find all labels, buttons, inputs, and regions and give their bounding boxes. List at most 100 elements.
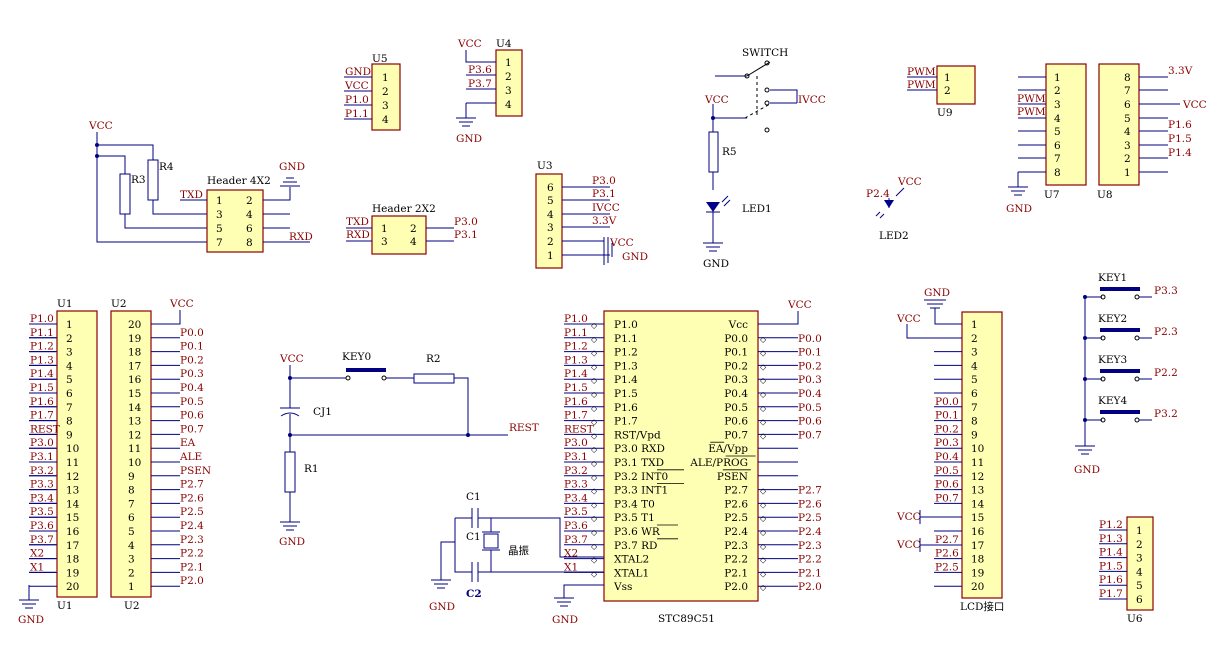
svg-text:◇: ◇ [591, 390, 598, 399]
lcd-pin-12: 12 [971, 471, 984, 483]
reset-vcc: VCC [279, 353, 304, 365]
u2-pin-11: 11 [128, 443, 141, 455]
u1-pin-9: 9 [66, 429, 73, 441]
mcu-pin-left-17: XTAL2 [614, 554, 649, 566]
mcu-pin-right-0: Vcc [728, 319, 748, 331]
r2-resistor [413, 373, 455, 384]
mcu-net-left-15: P3.6 [564, 520, 588, 532]
key-switch-3 [1100, 369, 1140, 373]
u3-net-6: P3.0 [592, 175, 616, 187]
u9-body [936, 65, 976, 105]
u2-net-12: P0.7 [180, 423, 204, 435]
mcu-net-right-2: P0.1 [798, 347, 822, 359]
u2-net-7: P2.6 [180, 492, 204, 504]
svg-text:◇: ◇ [591, 362, 598, 371]
u2-pin-13: 13 [128, 416, 141, 428]
led1-label: LED1 [742, 203, 772, 215]
h4-gnd: GND [279, 161, 305, 173]
u6-ref: U6 [1127, 613, 1143, 625]
u5-connector: U5 GND VCC P1.0 P1.1 1 2 3 4 [344, 53, 401, 131]
svg-text:◇: ◇ [591, 514, 598, 523]
u2-pin-19: 19 [128, 333, 141, 345]
h2-net-1: TXD [346, 216, 369, 228]
svg-text:◇: ◇ [591, 473, 598, 482]
mcu-net-left-3: P1.3 [564, 354, 588, 366]
mcu-net-left-18: X1 [564, 561, 578, 573]
u1-pin-7: 7 [66, 402, 73, 414]
u9-ref: U9 [937, 107, 953, 119]
u8-pin-3: 3 [1124, 140, 1131, 152]
u1-net-10: P3.0 [30, 437, 54, 449]
h4-pin-4: 4 [246, 209, 253, 221]
u2-net-11: EA [180, 437, 196, 449]
svg-text:◇: ◇ [591, 376, 598, 385]
u1-pin-3: 3 [66, 347, 73, 359]
u1-net-17: P3.7 [30, 534, 54, 546]
u5-body [371, 63, 401, 131]
u1-connector: U1 1P1.02P1.13P1.24P1.35P1.46P1.57P1.68P… [18, 298, 98, 626]
lcd-net-12: P0.5 [935, 465, 959, 477]
u7-connector: GND PWM PWM 1 2 3 4 5 6 7 8 U7 [1006, 63, 1087, 215]
lcd-net-11: P0.4 [935, 451, 959, 463]
h2-pin-1: 1 [381, 223, 388, 235]
u5-net-2: VCC [344, 80, 369, 92]
crystal-label: 晶振 [508, 544, 529, 557]
mcu-net-left-2: P1.2 [564, 341, 588, 353]
mcu-pin-left-7: P1.7 [614, 416, 638, 428]
led1-gnd: GND [703, 258, 729, 270]
reset-circuit: VCC KEY0 R2 CJ1 R1 REST GND [279, 351, 539, 548]
u2-net-9: PSEN [180, 465, 211, 477]
h4-body [206, 189, 264, 253]
u1-gnd: GND [18, 614, 44, 626]
svg-text:◇: ◇ [760, 569, 767, 578]
u2-pin-18: 18 [128, 347, 141, 359]
svg-text:◇: ◇ [760, 487, 767, 496]
h2-net-2: P3.0 [454, 216, 478, 228]
u1-pin-4: 4 [66, 360, 73, 372]
r3-resistor [119, 173, 131, 215]
mcu-net-right-3: P0.2 [798, 360, 822, 372]
u1-pin-17: 17 [66, 540, 79, 552]
u7-pin-8: 8 [1054, 167, 1061, 179]
u9-pin-2: 2 [944, 85, 951, 97]
mcu-pin-right-17: P2.2 [724, 554, 748, 566]
mcu-pin-left-18: XTAL1 [614, 567, 649, 579]
u3-connector: U3 P3.0 P3.1 IVCC 3.3V VCC GND 6 5 4 3 2… [535, 160, 648, 269]
key-net-4: P3.2 [1154, 408, 1178, 420]
u6-net-1: P1.2 [1099, 519, 1123, 531]
h4-title: Header 4X2 [207, 175, 271, 187]
u2-pin-7: 7 [128, 498, 135, 510]
mcu-net-left-12: P3.3 [564, 479, 588, 491]
u8-pin-8: 8 [1124, 72, 1131, 84]
svg-text:◇: ◇ [760, 335, 767, 344]
u6-net-6: P1.7 [1099, 588, 1123, 600]
u6-pin-6: 6 [1136, 594, 1143, 606]
mcu-net-left-8: REST [564, 423, 594, 435]
header-4x2-circuit: VCC R3 R4 Header 4X2 GND TXD RXD 1 3 5 7… [88, 120, 313, 253]
lcd-vcc: VCC [896, 313, 921, 325]
r5-label: R5 [722, 146, 737, 158]
u8-vcc: VCC [1182, 99, 1207, 111]
u2-pin-10: 10 [128, 457, 141, 469]
u9-pin-1: 1 [944, 72, 951, 84]
mcu-pin-right-9: EA/Vpp [708, 443, 748, 455]
u1-net-16: P3.6 [30, 520, 54, 532]
u5-pin-1: 1 [382, 72, 389, 84]
mcu-pin-left-11: P3.2 INT0 [614, 471, 668, 483]
h4-pin-6: 6 [246, 223, 253, 235]
u6-pin-5: 5 [1136, 580, 1143, 592]
h2-net-3: RXD [346, 229, 370, 241]
mcu-net-left-4: P1.4 [564, 368, 588, 380]
h4-pin-7: 7 [216, 237, 223, 249]
led2-diode [884, 200, 894, 208]
u7-pin-7: 7 [1054, 153, 1061, 165]
u3-net-4: IVCC [592, 202, 620, 214]
u3-pin-2: 2 [547, 236, 554, 248]
u8-pin-6: 6 [1124, 99, 1131, 111]
lcd-net-8: P0.1 [935, 410, 959, 422]
lcd-pin-8: 8 [971, 416, 978, 428]
switch-ivcc: IVCC [798, 94, 826, 106]
u1-net-15: P3.5 [30, 506, 54, 518]
